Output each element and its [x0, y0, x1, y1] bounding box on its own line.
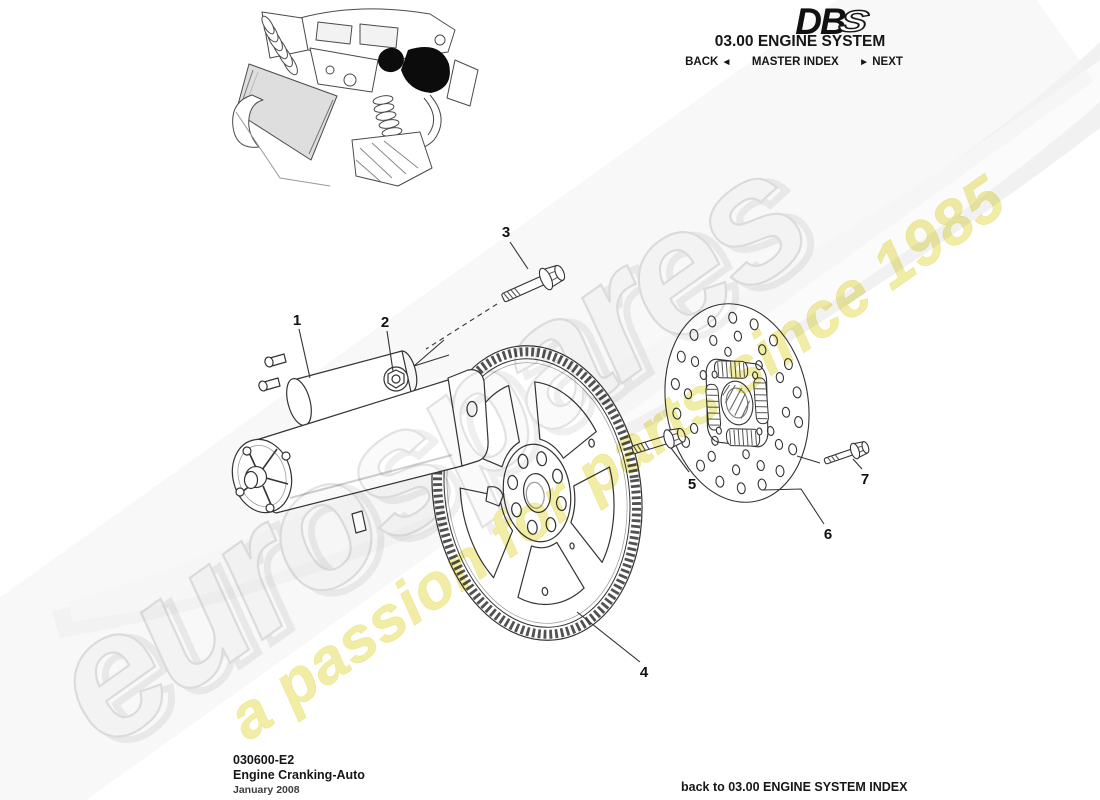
- bolt-3-illustration: [501, 264, 566, 303]
- logo-db-text: DB: [795, 1, 846, 42]
- callout-6: 6: [824, 526, 832, 543]
- header-navigation: BACK ◄ MASTER INDEX ► NEXT: [685, 56, 903, 68]
- bolt-5-illustration: [631, 427, 686, 454]
- callout-2: 2: [381, 314, 389, 331]
- callout-1: 1: [293, 312, 301, 329]
- next-arrow-icon[interactable]: ►: [859, 57, 870, 68]
- callout-3: 3: [502, 224, 510, 241]
- page-title: 03.00 ENGINE SYSTEM: [714, 33, 886, 50]
- clutch-springs: [697, 352, 777, 454]
- callout-labels: 1 2 3 4 5 6 7: [293, 224, 869, 681]
- callout-5: 5: [688, 476, 696, 493]
- callout-4: 4: [640, 664, 649, 681]
- bolt-7-illustration: [823, 441, 870, 465]
- drawing-date: January 2008: [233, 784, 300, 796]
- drive-plate-illustration: [650, 292, 825, 514]
- back-arrow-icon[interactable]: ◄: [721, 57, 732, 68]
- callout-leader-lines: [298, 241, 863, 663]
- drawing-title: Engine Cranking-Auto: [233, 768, 365, 782]
- back-to-index-link[interactable]: back to 03.00 ENGINE SYSTEM INDEX: [681, 780, 908, 794]
- drawing-code: 030600-E2: [233, 753, 295, 767]
- nav-master-index-link[interactable]: MASTER INDEX: [751, 56, 839, 68]
- nav-next-link[interactable]: NEXT: [872, 56, 903, 68]
- callout-7: 7: [861, 471, 869, 488]
- nav-back-link[interactable]: BACK: [685, 56, 719, 68]
- brand-logo: DBS: [795, 0, 873, 44]
- starter-motor-illustration: [231, 350, 504, 534]
- engine-thumbnail-sketch: [232, 8, 479, 187]
